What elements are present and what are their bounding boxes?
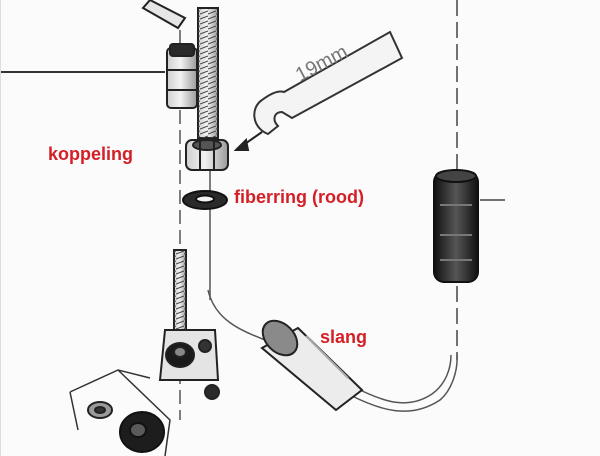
wrench-arrow xyxy=(233,131,263,151)
bracket-lines xyxy=(69,369,171,456)
top-fragment xyxy=(141,0,187,30)
hose-sleeve xyxy=(260,319,364,412)
label-fiberring: fiberring (rood) xyxy=(234,187,364,207)
small-fitting xyxy=(87,401,113,419)
round-knob xyxy=(119,411,165,453)
valve-assembly xyxy=(158,329,220,400)
fiber-ring xyxy=(182,190,228,210)
label-slang: slang xyxy=(320,327,368,347)
coupling-upper xyxy=(166,43,198,109)
bottom-bolt xyxy=(173,249,187,343)
label-koppeling: koppeling xyxy=(48,144,133,164)
filter-cartridge xyxy=(433,169,479,283)
nut xyxy=(185,139,229,171)
wrench-19mm xyxy=(253,30,404,136)
hose-line xyxy=(207,289,458,412)
threaded-bolt xyxy=(197,7,219,139)
